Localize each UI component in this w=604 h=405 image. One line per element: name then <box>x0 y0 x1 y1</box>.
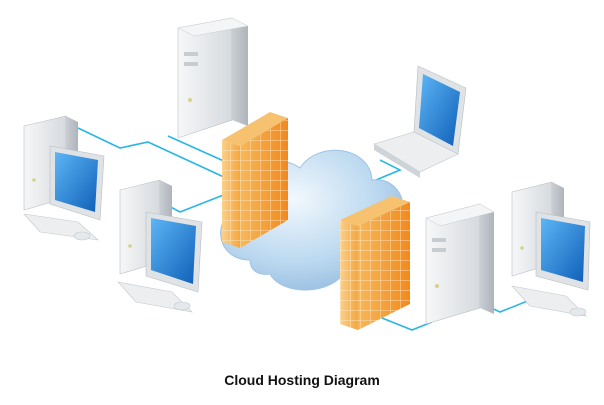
diagram-caption: Cloud Hosting Diagram <box>224 372 380 388</box>
link-server-top <box>167 135 227 163</box>
server-tower-icon <box>177 17 249 139</box>
laptop-icon <box>373 65 467 178</box>
desktop-computer-icon <box>117 179 203 313</box>
firewall-icon <box>222 112 288 248</box>
desktop-computer-icon <box>23 115 105 241</box>
desktop-computer-icon <box>511 181 591 317</box>
firewall-icon <box>340 196 410 330</box>
link-desktop-left <box>77 127 227 179</box>
server-tower-icon <box>425 203 495 325</box>
link-firewall-server-right <box>381 317 433 331</box>
